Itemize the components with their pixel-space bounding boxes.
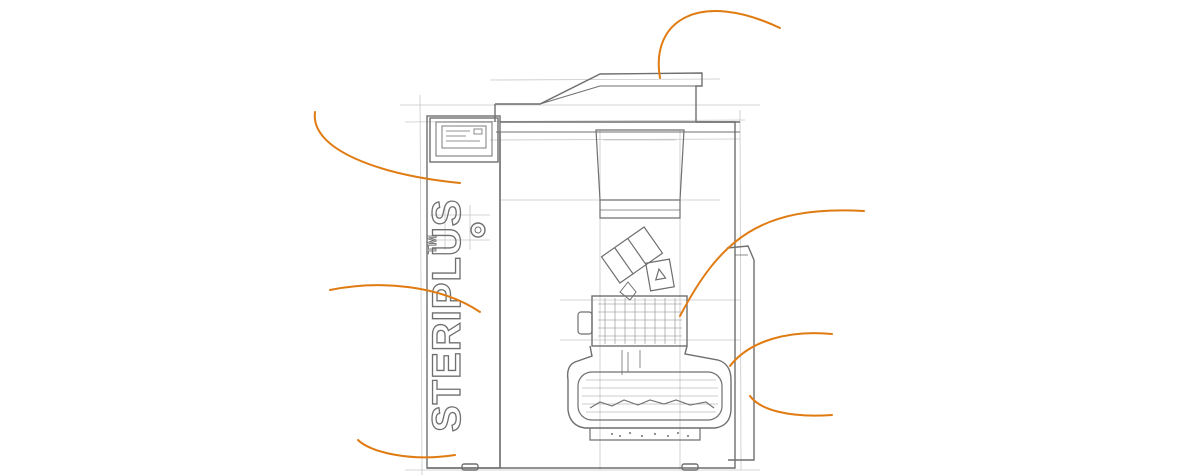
- screen-icon: [429, 117, 499, 163]
- waste-bag-icon: [600, 226, 675, 301]
- circle-icon: [470, 222, 486, 238]
- callout-line-door: [749, 395, 833, 417]
- callout-lines: [313, 10, 865, 459]
- callout-line-shredder: [679, 209, 865, 317]
- callout-line-base: [357, 439, 456, 459]
- shredder-roller-icon: [577, 295, 688, 347]
- chamber-icon: [566, 345, 732, 441]
- callout-line-screen: [313, 111, 461, 184]
- construction-lines: [400, 78, 760, 475]
- callout-line-brand: [329, 284, 481, 313]
- brand-label: STERIPLUS TM: [424, 198, 470, 433]
- brand-name: STERIPLUS: [425, 199, 469, 432]
- feed-chute: [595, 129, 685, 219]
- callout-line-chamber: [729, 332, 833, 367]
- trademark-mark: TM: [424, 235, 439, 254]
- callout-line-lid: [657, 10, 781, 79]
- machine-body: [426, 72, 755, 471]
